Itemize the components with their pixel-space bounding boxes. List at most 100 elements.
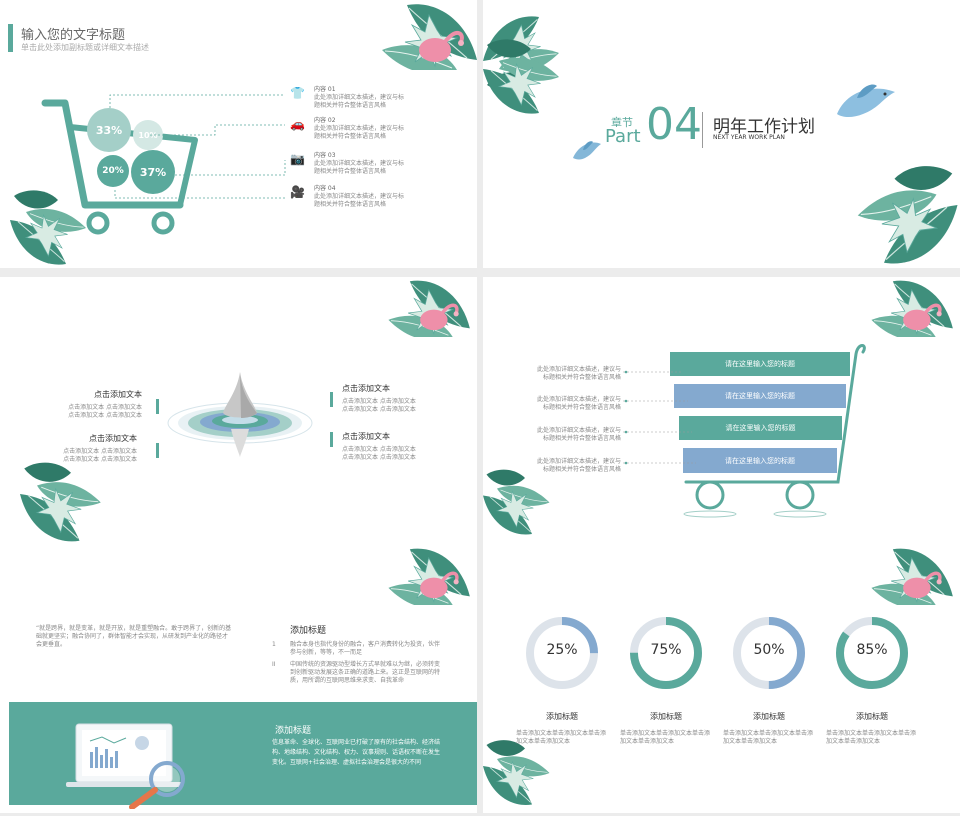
ring-description: 单击添加文本单击添加文本单击添加文本单击添加文本	[826, 730, 917, 745]
ring-title: 添加标题	[546, 712, 578, 721]
progress-ring	[526, 617, 598, 689]
progress-ring	[733, 617, 805, 689]
ring-progress	[836, 617, 908, 689]
chapter-title: 明年工作计划	[713, 117, 815, 137]
band-heading: 添加标题	[275, 726, 312, 736]
text-block-title: 点击添加文本	[342, 384, 390, 393]
slide-shopping-cart-stats[interactable]: 输入您的文字标题 单击此处添加副标题或详细文本描述 33% 10% 20% 37…	[0, 0, 477, 268]
content-item-text: 此处添加详细文本描述，建议与标题相关并符合整体语言风格	[314, 94, 405, 109]
leaf-decoration-bottom-right	[857, 165, 959, 265]
content-item-title: 内容 02	[314, 117, 336, 124]
ring-description: 单击添加文本单击添加文本单击添加文本单击添加文本	[723, 730, 814, 745]
slide-percentage-rings[interactable]: 25% 添加标题单击添加文本单击添加文本单击添加文本单击添加文本 75% 添加标题单击…	[483, 545, 960, 813]
list-number: 1	[272, 641, 276, 648]
ring-progress	[733, 617, 805, 689]
shirt-icon: 👕	[290, 86, 305, 100]
text-block-right-2: 点击添加文本 点击添加文本 点击添加文本 点击添加文本 点击添加文本	[342, 431, 432, 462]
camera-icon: 📷	[290, 152, 305, 166]
text-block-line: 点击添加文本 点击添加文本	[63, 448, 137, 455]
accent-bar	[156, 399, 159, 414]
accent-bar	[330, 392, 333, 407]
chapter-divider	[702, 112, 703, 148]
ring-card-1: 25% 添加标题单击添加文本单击添加文本单击添加文本单击添加文本	[516, 611, 606, 745]
note-1: 此处添加详细文本描述，建议与标题相关并符合整体语言风格	[537, 366, 622, 381]
bubble-37: 37%	[131, 150, 175, 194]
ring-title: 添加标题	[753, 712, 785, 721]
progress-ring	[630, 617, 702, 689]
bubble-20: 20%	[97, 155, 129, 187]
note-3: 此处添加详细文本描述，建议与标题相关并符合整体语言风格	[537, 427, 622, 442]
bird-icon-large	[837, 84, 895, 117]
note-4: 此处添加详细文本描述，建议与标题相关并符合整体语言风格	[537, 458, 622, 473]
text-block-line: 点击添加文本 点击添加文本	[342, 446, 416, 453]
bird-icon	[573, 141, 601, 160]
ring-description: 单击添加文本单击添加文本单击添加文本单击添加文本	[620, 730, 711, 745]
cart-bar-2[interactable]: 请在这里输入您的标题	[674, 384, 846, 408]
slide-text-laptop[interactable]: “就是跨界，就是变革，就是开放，就是重塑融合。敢于跨界了，创新的基础就更坚实；融…	[0, 545, 477, 813]
text-block-left-2: 点击添加文本 点击添加文本 点击添加文本 点击添加文本 点击添加文本	[55, 433, 137, 464]
ripple-cone-graphic	[167, 372, 313, 457]
cart-bar-4[interactable]: 请在这里输入您的标题	[683, 448, 837, 473]
content-item-title: 内容 01	[314, 86, 336, 93]
accent-bar	[330, 432, 333, 447]
connector-lines	[109, 94, 286, 199]
page-title: 输入您的文字标题	[21, 28, 126, 43]
content-item-title: 内容 04	[314, 185, 336, 192]
leaf-decoration-top-right	[870, 548, 954, 605]
ring-label: 85%	[856, 642, 888, 658]
ring-card-4: 85% 添加标题单击添加文本单击添加文本单击添加文本单击添加文本	[826, 611, 916, 745]
chapter-label: 章节	[611, 116, 633, 129]
list-paragraph: 中国传统的资源驱动型增长方式早就难以为继，必须转变到创新驱动发展这条正确的道路上…	[290, 661, 441, 684]
cart-bar-1[interactable]: 请在这里输入您的标题	[670, 352, 850, 376]
ring-label: 50%	[753, 642, 785, 658]
text-block-line: 点击添加文本 点击添加文本	[68, 404, 142, 411]
leaf-decoration-top-right	[381, 3, 477, 70]
page-subtitle: 单击此处添加副标题或详细文本描述	[21, 43, 149, 52]
accent-bar	[156, 443, 159, 458]
slide-cart-bars[interactable]: 请在这里输入您的标题 请在这里输入您的标题 请在这里输入您的标题 请在这里输入您…	[483, 277, 960, 545]
section-heading: 添加标题	[290, 626, 327, 636]
ring-card-2: 75% 添加标题单击添加文本单击添加文本单击添加文本单击添加文本	[620, 611, 710, 745]
text-block-line: 点击添加文本 点击添加文本	[68, 412, 142, 419]
text-block-right-1: 点击添加文本 点击添加文本 点击添加文本 点击添加文本 点击添加文本	[342, 383, 432, 414]
slide-chapter-cover[interactable]: 章节 Part 04 明年工作计划 NEXT YEAR WORK PLAN	[483, 0, 960, 268]
ring-label: 75%	[650, 642, 682, 658]
ring-progress	[526, 617, 598, 689]
list-number: II	[272, 661, 276, 668]
text-block-line: 点击添加文本 点击添加文本	[63, 456, 137, 463]
video-camera-icon: 🎥	[290, 185, 305, 199]
cart-outline-graphic	[683, 344, 866, 518]
title-accent-bar	[8, 24, 13, 52]
ring-label: 25%	[546, 642, 578, 658]
text-block-title: 点击添加文本	[342, 432, 390, 441]
leaf-decoration-top-right	[387, 280, 471, 337]
ring-title: 添加标题	[650, 712, 682, 721]
leaf-decoration-bottom-left	[9, 189, 87, 266]
content-item-text: 此处添加详细文本描述，建议与标题相关并符合整体语言风格	[314, 193, 405, 208]
leaf-decoration-bottom-left	[19, 462, 102, 542]
text-block-line: 点击添加文本 点击添加文本	[342, 454, 416, 461]
car-icon: 🚗	[290, 117, 305, 131]
bubble-33: 33%	[87, 108, 131, 152]
ring-description: 单击添加文本单击添加文本单击添加文本单击添加文本	[516, 730, 607, 745]
text-block-line: 点击添加文本 点击添加文本	[342, 398, 416, 405]
part-label: Part	[605, 126, 641, 147]
ring-title: 添加标题	[856, 712, 888, 721]
cart-bar-3[interactable]: 请在这里输入您的标题	[679, 416, 842, 440]
laptop-magnifier-graphic	[66, 723, 185, 809]
content-item-text: 此处添加详细文本描述，建议与标题相关并符合整体语言风格	[314, 125, 405, 140]
ring-card-3: 50% 添加标题单击添加文本单击添加文本单击添加文本单击添加文本	[723, 611, 813, 745]
slide-ripple-diagram[interactable]: 点击添加文本 点击添加文本 点击添加文本 点击添加文本 点击添加文本 点击添加文…	[0, 277, 477, 545]
chapter-subtitle: NEXT YEAR WORK PLAN	[713, 134, 785, 141]
text-block-left-1: 点击添加文本 点击添加文本 点击添加文本 点击添加文本 点击添加文本	[60, 389, 142, 420]
leaf-decoration-top-right	[387, 548, 471, 605]
connector-lines	[623, 370, 696, 465]
note-2: 此处添加详细文本描述，建议与标题相关并符合整体语言风格	[537, 396, 622, 411]
progress-ring	[836, 617, 908, 689]
band-paragraph: 信息革命、全球化、互联网业已打破了原有的社会结构、经济结构、地缘结构、文化结构、…	[272, 739, 441, 766]
text-block-title: 点击添加文本	[94, 390, 142, 399]
text-block-line: 点击添加文本 点击添加文本	[342, 406, 416, 413]
content-item-text: 此处添加详细文本描述，建议与标题相关并符合整体语言风格	[314, 160, 405, 175]
ring-progress	[630, 617, 702, 689]
leaf-decoration-top-left	[483, 15, 560, 115]
